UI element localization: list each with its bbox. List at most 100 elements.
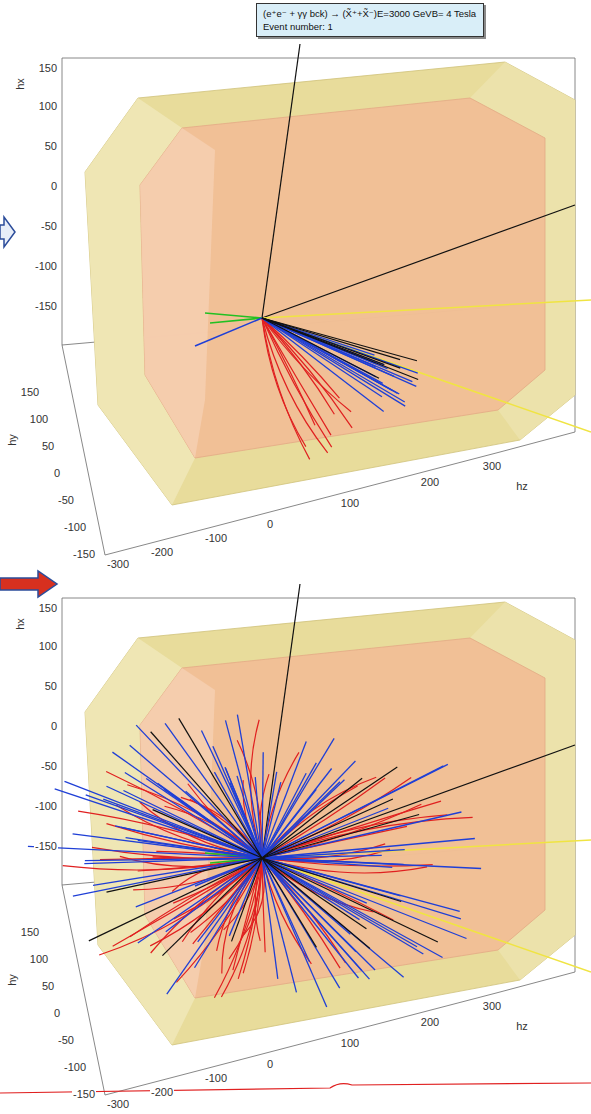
particle-track — [262, 839, 475, 858]
y-tick: 50 — [41, 440, 55, 452]
x-tick: 150 — [38, 62, 58, 74]
pointer-arrow — [0, 571, 57, 597]
info-box: (e⁺e⁻ + γγ bck) → (X̃⁺+X̃⁻)E=3000 GeVB= … — [256, 3, 484, 37]
particle-track — [262, 205, 575, 318]
particle-track — [262, 318, 400, 368]
z-tick: -300 — [106, 558, 130, 570]
particle-track — [262, 850, 405, 858]
particle-track — [262, 858, 443, 958]
pointer-arrow — [0, 217, 15, 247]
curling-track — [106, 771, 262, 858]
x-tick: -50 — [40, 220, 58, 232]
z-tick: 300 — [482, 460, 502, 472]
panel — [62, 44, 591, 555]
particle-track — [151, 732, 262, 858]
y-tick: -100 — [63, 521, 87, 533]
particle-track — [153, 810, 262, 858]
curling-track — [217, 858, 262, 951]
particle-track — [262, 814, 419, 858]
z-tick: 100 — [340, 497, 360, 509]
particle-track — [262, 858, 369, 979]
particle-track — [195, 318, 262, 346]
z-tick: 0 — [266, 1058, 274, 1070]
particle-track — [262, 858, 417, 947]
process-title: (e⁺e⁻ + γγ bck) → (X̃⁺+X̃⁻)E=3000 GeVB= … — [263, 7, 477, 20]
x-tick: 50 — [44, 140, 58, 152]
y-tick: 100 — [29, 413, 49, 425]
particle-track — [65, 781, 262, 858]
particle-track — [93, 858, 262, 885]
y-tick: 0 — [53, 467, 61, 479]
particle-track — [262, 318, 405, 402]
y-tick: 100 — [29, 953, 49, 965]
particle-track — [86, 795, 262, 858]
curling-track — [224, 858, 262, 930]
particle-track — [107, 858, 262, 892]
particle-track — [262, 858, 370, 949]
axis-title: hy — [6, 433, 18, 447]
particle-track — [262, 858, 591, 972]
particle-track — [167, 858, 262, 994]
x-tick: 100 — [38, 640, 58, 652]
particle-track — [262, 769, 332, 858]
curling-track — [99, 858, 262, 955]
particle-track — [262, 318, 405, 406]
particle-track — [262, 858, 366, 929]
particle-track — [262, 318, 418, 373]
particle-track — [162, 858, 262, 956]
frame-line — [62, 598, 575, 599]
axis-title: hz — [515, 480, 529, 492]
particle-track — [89, 858, 262, 941]
z-tick: -200 — [150, 546, 174, 558]
z-tick: 300 — [482, 1000, 502, 1012]
particle-track — [179, 718, 262, 858]
particle-track — [262, 799, 393, 858]
particle-track — [262, 44, 300, 318]
x-tick: -150 — [34, 840, 58, 852]
axis-title: hx — [14, 617, 26, 631]
inner-barrel — [140, 98, 545, 458]
particle-track — [262, 858, 438, 942]
y-tick: 0 — [53, 1007, 61, 1019]
z-tick: -100 — [204, 532, 228, 544]
particle-track — [262, 318, 384, 411]
z-tick: -100 — [204, 1072, 228, 1084]
particle-track — [262, 745, 575, 858]
y-tick: -50 — [57, 494, 75, 506]
x-tick: -100 — [34, 260, 58, 272]
panel — [28, 584, 591, 1095]
particle-track — [262, 763, 316, 858]
x-tick: 100 — [38, 100, 58, 112]
particle-track — [262, 761, 355, 858]
z-tick: -200 — [150, 1086, 174, 1098]
z-tick: 100 — [340, 1037, 360, 1049]
x-tick: -150 — [34, 300, 58, 312]
particle-track — [262, 300, 591, 318]
curling-track — [113, 858, 262, 946]
y-tick: 150 — [20, 386, 40, 398]
particle-track — [262, 767, 397, 858]
frame-line — [62, 598, 63, 885]
inner-endcap — [140, 128, 215, 458]
particle-track — [262, 858, 401, 901]
y-tick: 50 — [41, 980, 55, 992]
x-tick: 0 — [50, 180, 58, 192]
y-tick: -150 — [72, 1088, 96, 1100]
particle-track — [262, 752, 263, 858]
z-tick: 200 — [420, 1016, 440, 1028]
particle-track — [205, 313, 262, 318]
z-tick: 0 — [266, 518, 274, 530]
particle-track — [262, 858, 358, 978]
y-tick: 150 — [20, 926, 40, 938]
axis-title: hz — [515, 1020, 529, 1032]
particle-track — [165, 723, 262, 858]
particle-track — [201, 731, 262, 858]
inner-barrel — [140, 638, 545, 998]
particle-track — [262, 858, 404, 977]
z-tick: -300 — [106, 1098, 130, 1110]
curling-track — [221, 858, 262, 997]
particle-track — [136, 725, 262, 858]
particle-track — [262, 858, 392, 867]
axis-title: hx — [14, 77, 26, 91]
